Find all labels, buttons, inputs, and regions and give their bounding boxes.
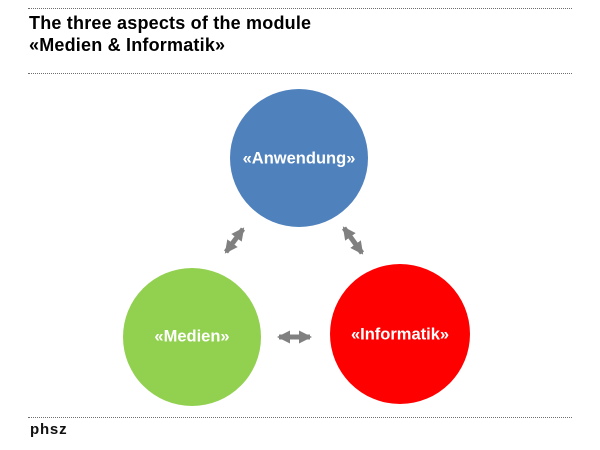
page-title: The three aspects of the module «Medien … <box>29 12 311 56</box>
node-circle-medien <box>123 268 261 406</box>
phsz-logo: phsz <box>30 421 68 438</box>
top-rule <box>28 8 572 9</box>
footer-divider-rule <box>28 417 572 418</box>
node-circle-informatik <box>330 264 470 404</box>
header-divider-rule <box>28 73 572 74</box>
node-label-informatik: «Informatik» <box>350 325 450 344</box>
page-title-line1: The three aspects of the module <box>29 13 312 33</box>
double-arrow-anwendung-informatik-icon <box>341 226 365 255</box>
node-label-medien: «Medien» <box>154 327 230 346</box>
node-label-anwendung: «Anwendung» <box>242 149 356 168</box>
double-arrow-anwendung-medien-icon <box>223 227 246 254</box>
node-circle-anwendung <box>230 89 368 227</box>
page-title-line2: «Medien & Informatik» <box>29 35 226 55</box>
